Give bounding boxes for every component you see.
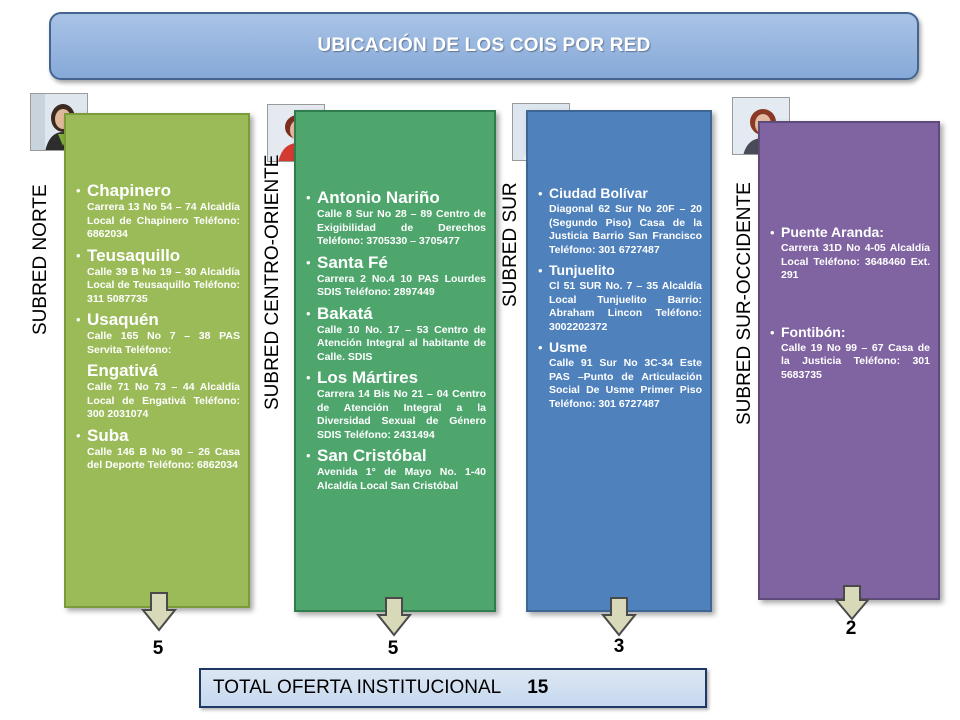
locality-name: Engativá <box>87 361 158 380</box>
locality-address: Calle 10 No. 17 – 53 Centro de Atención … <box>317 323 486 363</box>
bullet-icon: • <box>76 312 81 327</box>
subred-sur-count: 3 <box>613 636 625 657</box>
down-arrow-icon <box>141 592 177 632</box>
bullet-icon: • <box>76 427 81 443</box>
locality-address: Calle 8 Sur No 28 – 89 Centro de Exigibi… <box>317 208 486 247</box>
locality-name: Bakatá <box>317 303 373 323</box>
locality-name: San Cristóbal <box>317 446 427 465</box>
locality-address: Carrera 2 No.4 10 PAS Lourdes SDIS Teléf… <box>317 272 486 299</box>
locality-name: Santa Fé <box>317 252 388 272</box>
subred-sur-occidente-count: 2 <box>845 618 857 639</box>
bullet-icon: • <box>306 254 311 270</box>
down-arrow-icon <box>376 597 412 637</box>
locality-address: Diagonal 62 Sur No 20F – 20 (Segundo Pis… <box>549 203 702 256</box>
page-title: UBICACIÓN DE LOS COIS POR RED <box>317 35 651 56</box>
locality-address: Avenida 1° de Mayo No. 1-40 Alcaldía Loc… <box>317 466 486 492</box>
bullet-icon: • <box>538 186 543 201</box>
locality-address: Carrera 14 Bis No 21 – 04 Centro de Aten… <box>317 388 486 441</box>
locality-name: Suba <box>87 425 129 445</box>
locality-address: Calle 39 B No 19 – 30 Alcaldía Local de … <box>87 265 240 305</box>
locality-name: Puente Aranda: <box>781 224 884 240</box>
subred-sur-occidente-panel: • Puente Aranda: Carrera 31D No 4-05 Alca… <box>758 121 940 600</box>
locality-address: Calle 71 No 73 – 44 Alcaldía Local de En… <box>87 381 240 420</box>
locality-address: Carrera 13 No 54 – 74 Alcaldía Local de … <box>87 201 240 240</box>
locality-name: Chapinero <box>87 181 172 200</box>
locality-address: Carrera 31D No 4-05 Alcaldía Local Teléf… <box>781 242 930 281</box>
locality-address: Cl 51 SUR No. 7 – 35 Alcaldía Local Tunj… <box>549 280 702 333</box>
subred-sur-occidente-label: SUBRED SUR-OCCIDENTE <box>734 182 755 425</box>
subred-centro-oriente-label: SUBRED CENTRO-ORIENTE <box>262 154 283 410</box>
locality-name: Tunjuelito <box>549 262 615 278</box>
bullet-icon: • <box>306 448 311 463</box>
locality-name: Los Mártires <box>317 368 419 387</box>
bullet-icon: • <box>306 370 311 385</box>
locality-address: Calle 91 Sur No 3C-34 Este PAS –Punto de… <box>549 357 702 410</box>
total-label: TOTAL OFERTA INSTITUCIONAL <box>213 677 502 698</box>
bullet-icon: • <box>76 183 81 198</box>
locality-address: Calle 146 B No 90 – 26 Casa del Deporte … <box>87 445 240 472</box>
total-offer-box: TOTAL OFERTA INSTITUCIONAL 15 <box>199 668 707 708</box>
locality-name: Fontibón: <box>781 323 846 340</box>
bullet-icon: • <box>306 190 311 205</box>
locality-name: Usaquén <box>87 310 159 329</box>
page-title-banner: UBICACIÓN DE LOS COIS POR RED <box>49 12 919 80</box>
total-value: 15 <box>527 677 549 698</box>
subred-norte-label: SUBRED NORTE <box>30 184 51 335</box>
down-arrow-icon <box>601 597 637 637</box>
bullet-icon: • <box>538 263 543 278</box>
list-item: • Fontibón:Calle 19 No 99 – 67 Casa de l… <box>770 323 930 383</box>
bullet-icon: • <box>76 247 81 263</box>
locality-name: Ciudad Bolívar <box>549 185 648 201</box>
locality-address: Calle 165 No 7 – 38 PAS Servita Teléfono… <box>87 330 240 356</box>
bullet-icon: • <box>770 324 775 340</box>
subred-centro-oriente-count: 5 <box>387 638 399 659</box>
locality-name: Usme <box>549 339 588 355</box>
list-item: • Tunjuelito Cl 51 SUR No. 7 – 35 Alcaldí… <box>538 261 702 334</box>
list-item: • Puente Aranda: Carrera 31D No 4-05 Alca… <box>770 223 930 283</box>
subred-norte-count: 5 <box>152 638 164 659</box>
down-arrow-icon <box>834 585 870 621</box>
locality-name: Antonio Nariño <box>317 188 440 207</box>
bullet-icon: • <box>538 340 543 355</box>
subred-sur-label: SUBRED SUR <box>500 182 521 307</box>
locality-address: Calle 19 No 99 – 67 Casa de la Justicia … <box>781 341 930 381</box>
bullet-icon: • <box>770 225 775 240</box>
bullet-icon: • <box>306 305 311 321</box>
locality-name: Teusaquillo <box>87 245 181 265</box>
